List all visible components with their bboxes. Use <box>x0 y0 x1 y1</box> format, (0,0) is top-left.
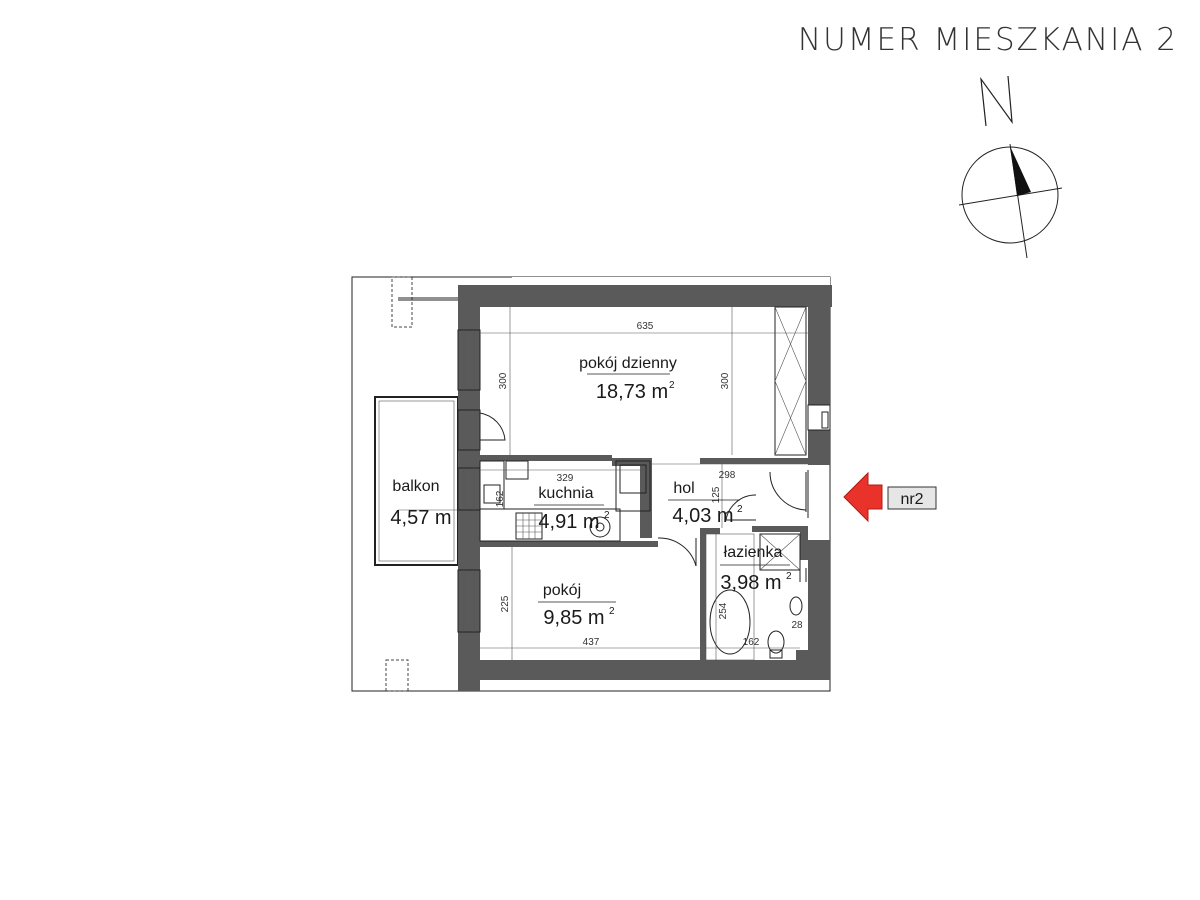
apartment-number-title: NUMER MIESZKANIA 2 <box>798 22 1178 58</box>
cooktop-icon <box>515 512 543 540</box>
room-area-kitchen-sup: 2 <box>604 510 610 521</box>
room-name-hall: hol <box>673 480 694 497</box>
windows <box>457 329 831 633</box>
room-area-room: 9,85 m <box>543 607 604 629</box>
dim-kitchen-width: 329 <box>557 473 574 484</box>
kitchen-units <box>479 460 651 542</box>
room-area-living-sup: 2 <box>669 380 675 391</box>
room-area-hall: 4,03 m <box>672 505 733 527</box>
entrance-label: nr2 <box>900 491 923 508</box>
dim-living-width: 635 <box>637 321 654 332</box>
entrance-arrow-icon <box>843 471 883 523</box>
room-area-bathroom: 3,98 m <box>720 572 781 594</box>
room-area-bathroom-sup: 2 <box>786 571 792 582</box>
room-name-kitchen: kuchnia <box>538 485 593 502</box>
dim-bath-small: 28 <box>791 620 803 631</box>
entrance-label-box <box>887 486 937 510</box>
room-name-living: pokój dzienny <box>579 355 677 372</box>
balcony <box>374 276 459 692</box>
walls <box>458 277 832 691</box>
dimension-lines <box>480 307 808 660</box>
room-area-balcony: 4,57 m <box>390 507 451 529</box>
dim-living-depth-left: 300 <box>498 372 509 389</box>
room-name-balcony: balkon <box>392 478 439 495</box>
room-area-living: 18,73 m <box>596 381 668 403</box>
dim-room-depth: 225 <box>500 595 511 612</box>
north-letter-icon <box>980 75 1013 127</box>
shower-icon <box>759 533 801 571</box>
bathroom-fixtures <box>705 411 829 661</box>
bathtub-icon <box>709 589 751 655</box>
dim-kitchen-depth: 162 <box>495 490 506 507</box>
doors <box>479 412 809 567</box>
wardrobe <box>774 306 807 456</box>
room-name-bathroom: łazienka <box>724 544 783 561</box>
room-area-room-sup: 2 <box>609 606 615 617</box>
compass-icon <box>958 75 1063 259</box>
dim-hall-depth: 125 <box>711 486 722 503</box>
room-area-kitchen: 4,91 m <box>538 511 599 533</box>
dim-room-width: 437 <box>583 637 600 648</box>
sink-icon <box>589 516 611 538</box>
washbasin-icon <box>789 596 803 616</box>
room-name-room: pokój <box>543 582 581 599</box>
dim-bath-depth: 254 <box>718 602 729 619</box>
toilet-icon <box>767 630 785 654</box>
dim-living-depth-right: 300 <box>720 372 731 389</box>
dim-hall-width: 298 <box>719 470 736 481</box>
dim-bath-width: 162 <box>743 637 760 648</box>
room-area-hall-sup: 2 <box>737 504 743 515</box>
